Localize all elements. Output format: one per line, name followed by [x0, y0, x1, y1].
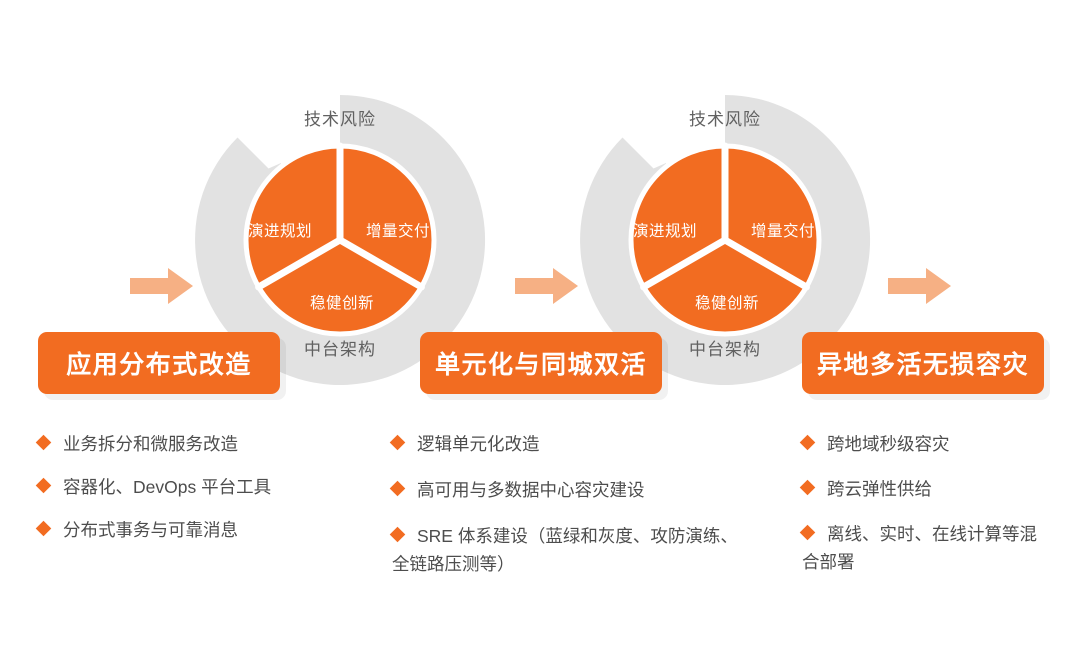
bullet-text: 逻辑单元化改造 [417, 433, 540, 454]
diamond-bullet-icon [35, 520, 52, 536]
bullet-text: SRE 体系建设（蓝绿和灰度、攻防演练、全链路压测等） [392, 525, 738, 574]
stage-title-box-1[interactable]: 应用分布式改造 [38, 332, 280, 394]
cycle-graphic-2 [580, 94, 871, 385]
list-item: 高可用与多数据中心容灾建设 [389, 476, 752, 504]
ring-bottom-label-1: 中台架构 [304, 340, 376, 359]
list-item: 分布式事务与可靠消息 [35, 516, 368, 544]
ring-top-label-2: 技术风险 [689, 110, 761, 129]
diamond-bullet-icon [389, 526, 406, 542]
diamond-bullet-icon [389, 434, 406, 451]
stage-title-label-2: 单元化与同城双活 [434, 351, 647, 379]
arrow-right-icon-1 [130, 266, 194, 306]
cycle-group-2: 技术风险 中台架构 演进规划 增量交付 稳健创新 [570, 85, 880, 395]
list-item: SRE 体系建设（蓝绿和灰度、攻防演练、全链路压测等） [389, 522, 752, 578]
diamond-bullet-icon [35, 434, 52, 451]
list-item: 跨云弹性供给 [799, 475, 1052, 503]
bullet-list-3: 跨地域秒级容灾 跨云弹性供给 离线、实时、在线计算等混合部署 [799, 430, 1052, 593]
cycle-graphic-1 [195, 94, 486, 385]
pie-segment-label-2-1: 演进规划 [632, 223, 697, 240]
diamond-bullet-icon [389, 480, 406, 497]
pie-segment-label-1-3: 稳健创新 [309, 295, 374, 312]
list-item: 容器化、DevOps 平台工具 [35, 473, 368, 501]
stage-title-label-1: 应用分布式改造 [66, 351, 252, 379]
bullet-list-2: 逻辑单元化改造 高可用与多数据中心容灾建设 SRE 体系建设（蓝绿和灰度、攻防演… [389, 430, 752, 596]
pie-chart-2 [628, 142, 822, 337]
stage-title-box-2[interactable]: 单元化与同城双活 [420, 332, 662, 394]
bullet-text: 跨云弹性供给 [827, 478, 932, 499]
bullet-text: 业务拆分和微服务改造 [63, 433, 238, 454]
cycle-group-1: 技术风险 中台架构 演进规划 增量交付 稳健创新 [185, 85, 495, 395]
bullet-text: 离线、实时、在线计算等混合部署 [802, 523, 1037, 572]
bullet-text: 分布式事务与可靠消息 [63, 519, 238, 540]
diamond-bullet-icon [799, 434, 816, 451]
arrow-right-icon-3 [888, 266, 952, 306]
list-item: 业务拆分和微服务改造 [35, 430, 368, 458]
pie-segment-label-2-2: 增量交付 [750, 223, 815, 240]
pie-chart-1 [243, 142, 437, 337]
diamond-bullet-icon [799, 524, 816, 540]
bullet-text: 容器化、DevOps 平台工具 [63, 476, 272, 497]
bullet-list-1: 业务拆分和微服务改造 容器化、DevOps 平台工具 分布式事务与可靠消息 [35, 430, 368, 559]
ring-bottom-label-2: 中台架构 [689, 340, 761, 359]
pie-segment-label-2-3: 稳健创新 [694, 295, 759, 312]
bullet-text: 高可用与多数据中心容灾建设 [417, 479, 645, 500]
diamond-bullet-icon [35, 477, 52, 494]
list-item: 离线、实时、在线计算等混合部署 [799, 520, 1052, 576]
ring-top-label-1: 技术风险 [304, 110, 376, 129]
diamond-bullet-icon [799, 479, 816, 496]
stage-title-box-3[interactable]: 异地多活无损容灾 [802, 332, 1044, 394]
list-item: 跨地域秒级容灾 [799, 430, 1052, 458]
bullet-text: 跨地域秒级容灾 [827, 433, 950, 454]
arrow-right-icon-2 [515, 266, 579, 306]
list-item: 逻辑单元化改造 [389, 430, 752, 458]
pie-segment-label-1-1: 演进规划 [247, 223, 312, 240]
pie-segment-label-1-2: 增量交付 [365, 223, 430, 240]
stage-title-label-3: 异地多活无损容灾 [816, 351, 1029, 379]
